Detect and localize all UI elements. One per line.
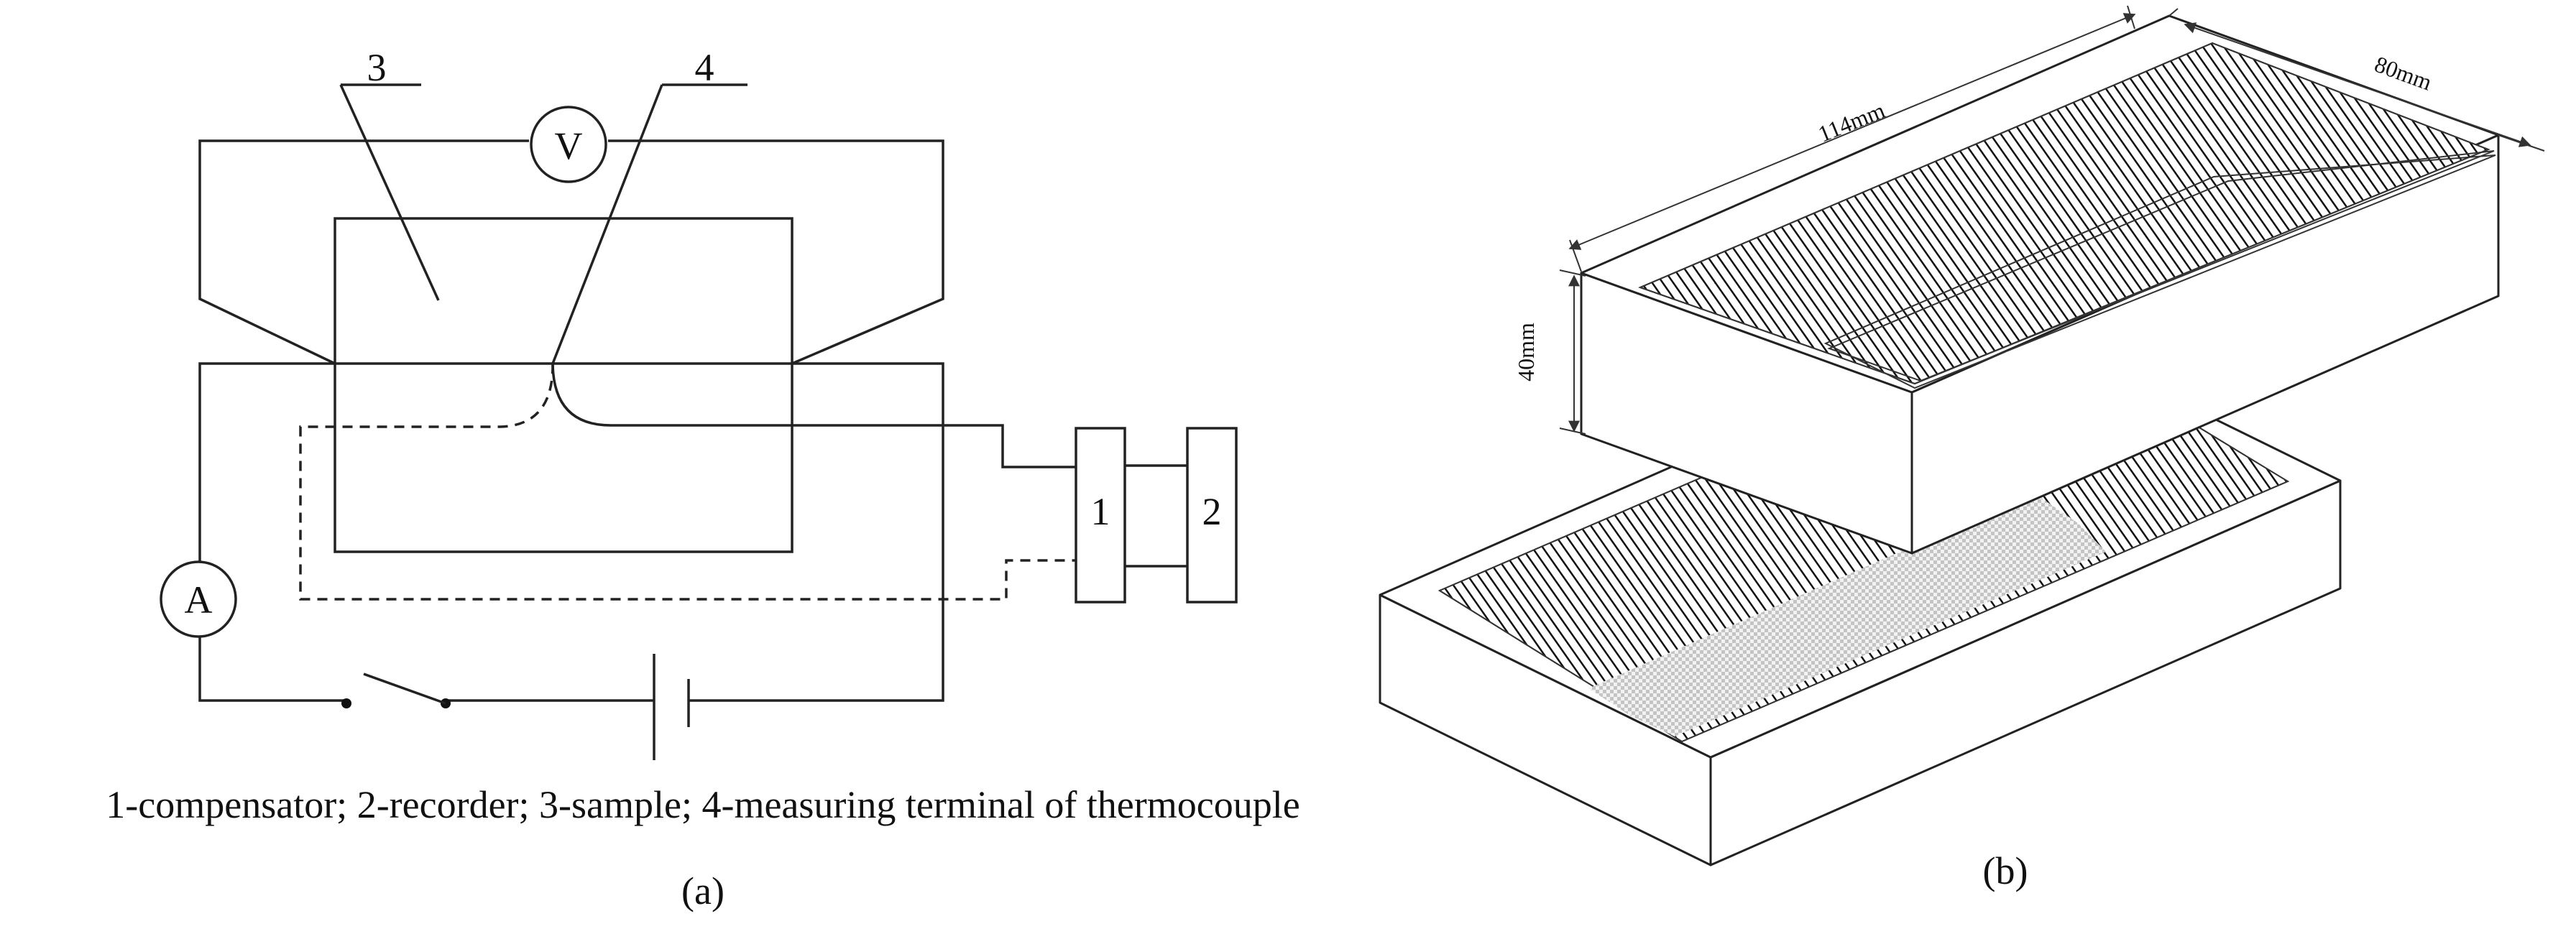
- label-sample-3: 3: [367, 46, 387, 89]
- recorder-box: [1186, 427, 1238, 604]
- voltmeter-wire: [198, 139, 944, 365]
- panel-a-caption: (a): [681, 869, 724, 912]
- dim-height-label: 40mm: [1513, 323, 1539, 382]
- top-frame: [1580, 14, 2500, 555]
- sample-leader: [339, 83, 440, 301]
- panel-a-circuit: V A 3 4 1 2: [106, 46, 1300, 912]
- sample-block: [334, 217, 794, 553]
- thermocouple-leader: [551, 83, 748, 364]
- voltmeter-icon: [530, 106, 607, 183]
- label-thermocouple-4: 4: [695, 46, 714, 89]
- thermocouple-wire: [551, 363, 1076, 468]
- dim-width-label: 80mm: [2371, 51, 2435, 96]
- checkered-sample-area: [1588, 493, 2078, 716]
- label-recorder-2: 2: [1202, 490, 1222, 533]
- switch-icon: [341, 673, 451, 708]
- battery-icon: [653, 654, 719, 760]
- thermocouple-dashed-wire: [299, 363, 1076, 601]
- panel-b-mould: 114mm 80mm 40mm (b): [1379, 5, 2545, 892]
- voltmeter-label: V: [555, 124, 583, 167]
- ammeter-label: A: [185, 578, 213, 621]
- panel-b-caption: (b): [1983, 849, 2028, 892]
- panel-a-legend: 1-compensator; 2-recorder; 3-sample; 4-m…: [106, 783, 1300, 826]
- compensator-box: [1075, 427, 1126, 604]
- current-wire: [198, 362, 944, 702]
- label-compensator-1: 1: [1091, 490, 1110, 533]
- ammeter-icon: [160, 560, 237, 638]
- dim-length-label: 114mm: [1814, 97, 1888, 147]
- dimension-lines: [1559, 5, 2545, 435]
